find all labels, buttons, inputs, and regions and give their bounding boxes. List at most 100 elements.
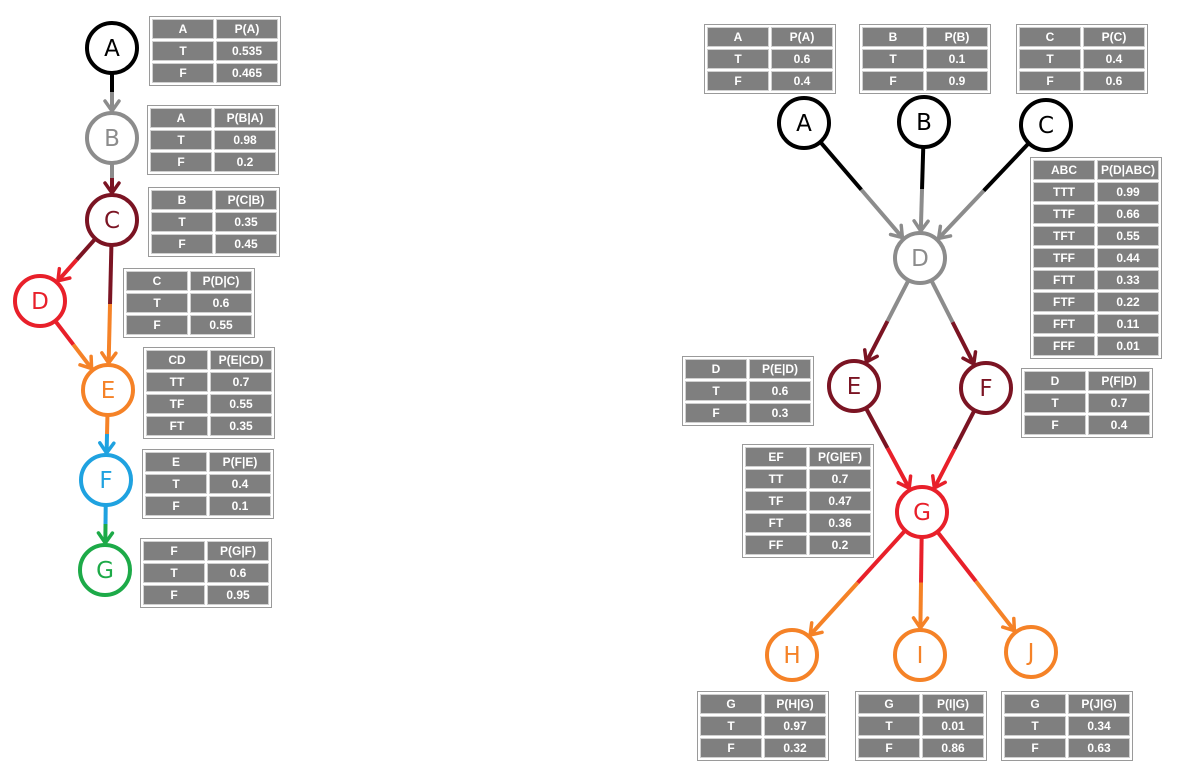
cpt-cell: 0.45 (215, 234, 277, 254)
cpt-cell: T (1019, 49, 1081, 69)
cpt-header-cell: E (145, 452, 207, 472)
left-node-d-label: D (31, 289, 49, 315)
cpt-header-cell: P(F|E) (209, 452, 271, 472)
right-edge-b-d (912, 146, 930, 233)
cpt-cell: 0.33 (1097, 270, 1159, 290)
cpt-cell: 0.35 (210, 416, 272, 436)
cpt-cell: 0.1 (926, 49, 988, 69)
right-node-c-label: C (1038, 113, 1054, 139)
cpt-cell: F (707, 71, 769, 91)
cpt-cell: 0.32 (764, 738, 826, 758)
left-node-e: E (81, 363, 135, 417)
cpt-header-cell: EF (745, 447, 807, 467)
cpt-header-cell: D (685, 359, 747, 379)
cpt-cell: F (862, 71, 924, 91)
cpt-cell: 0.63 (1068, 738, 1130, 758)
cpt-cell: 0.97 (764, 716, 826, 736)
cpt-cell: 0.95 (207, 585, 269, 605)
cpt-cell: 0.465 (216, 63, 278, 83)
cpt-cell: 0.2 (214, 152, 276, 172)
cpt-cell: 0.4 (1083, 49, 1145, 69)
right-node-e-label: E (847, 374, 862, 400)
right-node-b-label: B (916, 110, 932, 136)
cpt-header-cell: G (858, 694, 920, 714)
cpt-cell: FFF (1033, 336, 1095, 356)
right-node-d: D (893, 231, 947, 285)
right-edge-f-g (930, 409, 977, 490)
right-edge-d-e (862, 279, 911, 364)
right-node-b: B (897, 95, 951, 149)
cpt-cell: 0.34 (1068, 716, 1130, 736)
cpt-cell: 0.47 (809, 491, 871, 511)
cpt-header-cell: D (1024, 371, 1086, 391)
cpt-header-cell: P(B) (926, 27, 988, 47)
cpt-cell: F (152, 63, 214, 83)
right-edge-g-i (911, 536, 930, 630)
cpt-header-cell: P(G|F) (207, 541, 269, 561)
left-node-f-label: F (99, 468, 112, 494)
cpt-header-cell: P(I|G) (922, 694, 984, 714)
cpt-cell: 0.535 (216, 41, 278, 61)
cpt-cell: 0.11 (1097, 314, 1159, 334)
cpt-cell: TT (745, 469, 807, 489)
cpt-cell: FFT (1033, 314, 1095, 334)
cpt-header-cell: CD (146, 350, 208, 370)
cpt-cell: T (1024, 393, 1086, 413)
cpt-cell: T (685, 381, 747, 401)
right-node-j-label: J (1026, 640, 1035, 666)
right-node-a: A (777, 96, 831, 150)
cpt-cell: T (707, 49, 769, 69)
right-edge-c-d (936, 141, 1031, 241)
cpt-cell: 0.7 (1088, 393, 1150, 413)
cpt-cell: FTF (1033, 292, 1095, 312)
cpt-cell: F (126, 315, 188, 335)
cpt-header-cell: P(H|G) (764, 694, 826, 714)
cpt-cell: T (143, 563, 205, 583)
right-node-h-label: H (783, 643, 800, 669)
cpt-cell: 0.6 (207, 563, 269, 583)
cpt-header-cell: P(D|ABC) (1097, 160, 1159, 180)
right-node-j: J (1004, 625, 1058, 679)
left-node-g-label: G (96, 558, 114, 584)
right-node-g-label: G (913, 500, 931, 526)
left-node-f: F (79, 453, 133, 507)
cpt-cell: 0.55 (210, 394, 272, 414)
cpt-cell: F (858, 738, 920, 758)
cpt-cell: F (685, 403, 747, 423)
cpt-cell: TT (146, 372, 208, 392)
cpt-header-cell: F (143, 541, 205, 561)
left-node-b: B (85, 111, 139, 165)
cpt-cell: 0.55 (1097, 226, 1159, 246)
cpt-header-cell: P(F|D) (1088, 371, 1150, 391)
cpt-header-cell: A (152, 19, 214, 39)
cpt-cell: F (1019, 71, 1081, 91)
